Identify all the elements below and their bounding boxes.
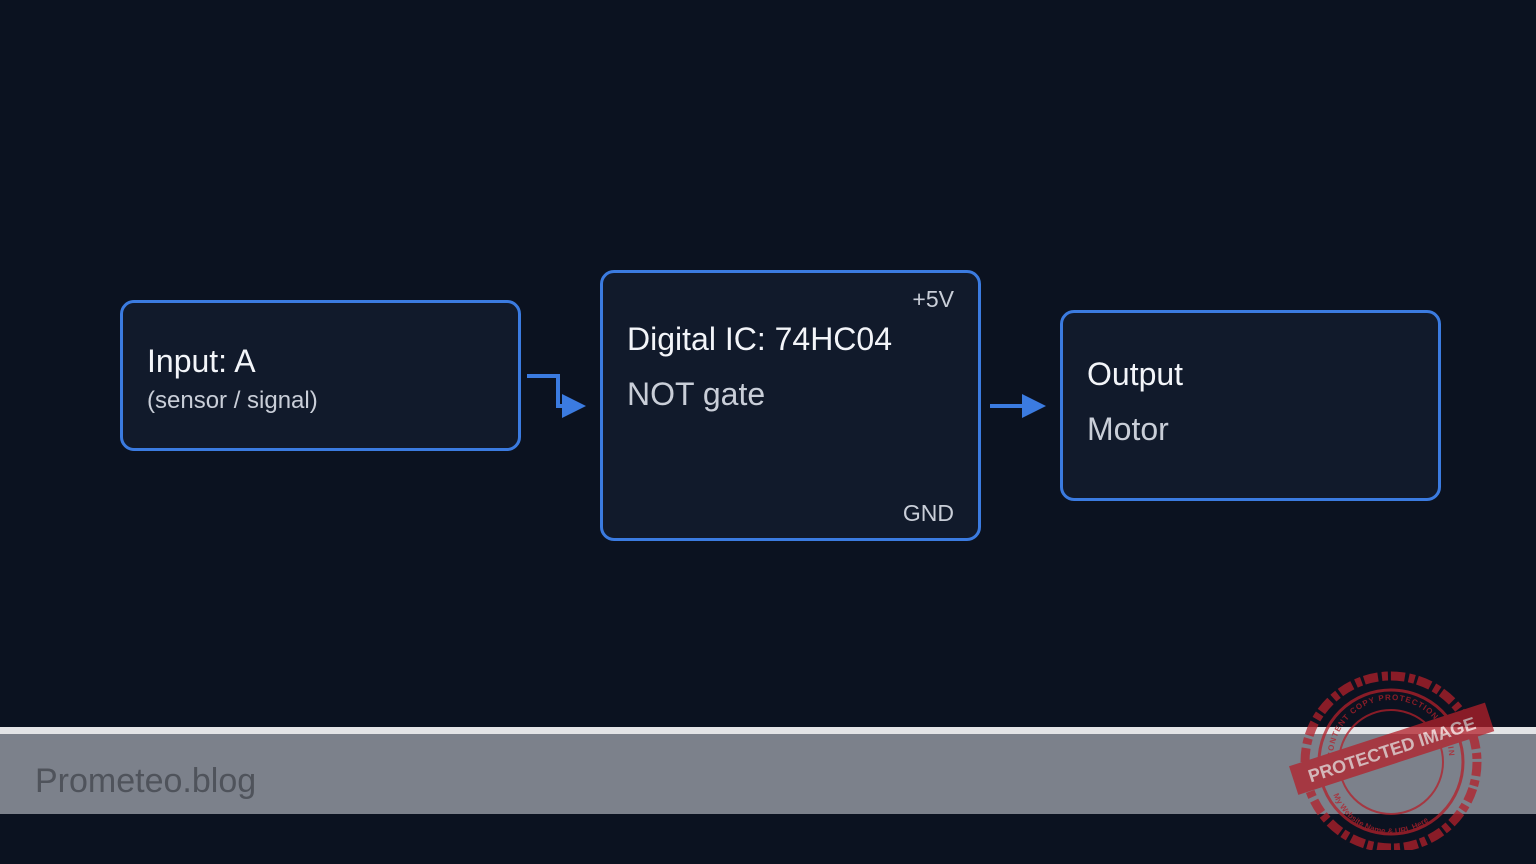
- wire-input-to-ic: [527, 374, 586, 418]
- output-title: Output: [1087, 356, 1184, 392]
- ic-title: Digital IC: 74HC04: [627, 321, 892, 357]
- input-block: Input: A (sensor / signal): [120, 300, 521, 451]
- ic-subtitle: NOT gate: [627, 376, 766, 412]
- ground-pin-label: GND: [902, 500, 954, 526]
- input-subtitle: (sensor / signal): [147, 387, 318, 414]
- footer-brand[interactable]: Prometeo.blog: [35, 762, 257, 800]
- protected-image-stamp: CONTENT COPY PROTECTION PLUGIN My Websit…: [1289, 671, 1495, 850]
- footer-bar: Prometeo.blog: [0, 727, 1536, 814]
- power-pin-label: +5V: [912, 286, 954, 312]
- output-block: Output Motor: [1060, 310, 1441, 501]
- output-subtitle: Motor: [1087, 411, 1169, 447]
- ic-block: +5V Digital IC: 74HC04 NOT gate GND: [600, 270, 981, 541]
- input-title: Input: A: [147, 343, 256, 379]
